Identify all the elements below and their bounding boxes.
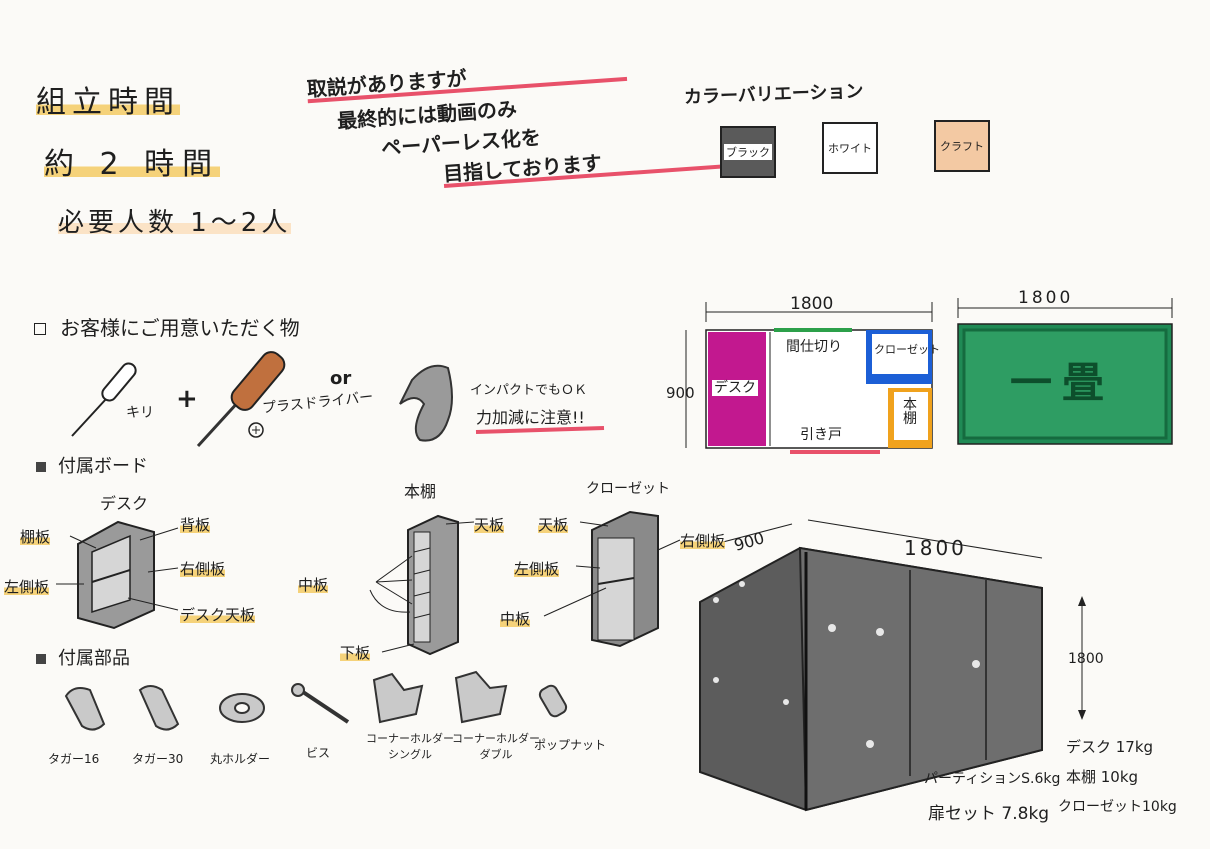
weight-closet: クローゼット10kg xyxy=(1058,799,1177,815)
bookshelf-name: 本棚 xyxy=(404,482,437,501)
plan-desk-label: デスク xyxy=(712,380,758,396)
part-screw: ビス xyxy=(306,746,331,760)
square-icon xyxy=(36,462,46,472)
bookshelf-bottom-label: 下板 xyxy=(340,642,371,663)
plus-label: + xyxy=(176,384,198,414)
checkbox-icon xyxy=(34,323,46,335)
color-swatch-white: ホワイト xyxy=(822,122,878,174)
desk-top-label: デスク天板 xyxy=(180,604,256,625)
color-swatch-black: ブラック xyxy=(720,126,776,178)
boards-title-text: 付属ボード xyxy=(58,456,148,477)
plan-bookshelf-label: 本棚 xyxy=(903,397,917,427)
required-people: 必要人数 1～2人 xyxy=(58,208,292,238)
closet-right-label: 右側板 xyxy=(680,530,726,551)
part-pop-nut: ポップナット xyxy=(534,738,607,752)
square-icon xyxy=(36,654,46,664)
plan-sliding-door-label: 引き戸 xyxy=(800,427,842,443)
closet-left-label: 左側板 xyxy=(514,558,560,579)
desk-back-label: 背板 xyxy=(180,514,211,535)
color-swatch-black-label: ブラック xyxy=(724,144,772,160)
awl-icon xyxy=(71,362,137,437)
closet-illustration xyxy=(591,510,659,648)
assembly-time-title: 組立時間 xyxy=(36,85,180,120)
parts-illustrations xyxy=(64,670,568,731)
impact-note-line-1: インパクトでもＯＫ xyxy=(470,383,588,398)
closet-name: クローゼット xyxy=(586,481,670,497)
weight-door-set: 扉セット 7.8kg xyxy=(928,804,1050,824)
board-leader-lines xyxy=(56,521,681,653)
desk-right-label: 右側板 xyxy=(180,558,226,579)
tools-title: お客様にご用意いただく物 xyxy=(34,318,300,338)
assembly-time-value: 約 2 時間 xyxy=(44,147,221,182)
part-tagger-16: タガー16 xyxy=(48,752,100,766)
weight-bookshelf: 本棚 10kg xyxy=(1066,768,1139,786)
parts-title: 付属部品 xyxy=(36,650,130,668)
plan-width-label: 1800 xyxy=(790,294,834,314)
part-corner-holder-single: コーナーホルダー シングル xyxy=(366,732,454,761)
bookshelf-top-label: 天板 xyxy=(474,514,505,535)
desk-illustration xyxy=(77,520,155,630)
desk-shelf-label: 棚板 xyxy=(20,526,51,547)
tatami-icon xyxy=(957,298,1173,445)
boards-title: 付属ボード xyxy=(36,458,148,476)
screwdriver-icon xyxy=(196,351,286,448)
bookshelf-middle-label: 中板 xyxy=(298,574,329,595)
part-corner-holder-double: コーナーホルダー ダブル xyxy=(452,732,540,761)
desk-left-label: 左側板 xyxy=(4,576,50,597)
impact-note-line-2: 力加減に注意!! xyxy=(476,408,585,427)
closet-middle-label: 中板 xyxy=(500,608,531,629)
closet-top-label: 天板 xyxy=(538,514,569,535)
parts-title-text: 付属部品 xyxy=(58,648,130,669)
tatami-width-label: 1800 xyxy=(1018,288,1074,308)
color-swatch-kraft-label: クラフト xyxy=(940,140,984,153)
color-swatch-kraft: クラフト xyxy=(934,120,990,172)
color-swatch-white-label: ホワイト xyxy=(828,142,872,155)
weight-partition: パーティションS.6kg xyxy=(924,771,1061,787)
part-tagger-30: タガー30 xyxy=(132,752,184,766)
impact-note-underline xyxy=(475,426,605,434)
plan-partition-label: 間仕切り xyxy=(786,339,842,355)
room-width-label: 1800 xyxy=(904,536,967,560)
awl-label: キリ xyxy=(126,405,154,421)
part-round-holder: 丸ホルダー xyxy=(210,752,271,766)
weight-desk: デスク 17kg xyxy=(1066,738,1154,756)
or-label: or xyxy=(330,368,352,389)
plan-depth-label: 900 xyxy=(666,384,695,402)
impact-driver-icon xyxy=(399,364,453,442)
desk-name: デスク xyxy=(100,494,149,513)
tatami-label: 一畳 xyxy=(1010,358,1115,407)
bookshelf-illustration xyxy=(369,514,459,656)
room-height-label: 1800 xyxy=(1068,651,1104,667)
tools-title-text: お客様にご用意いただく物 xyxy=(60,316,300,340)
plan-closet-label: クローゼット xyxy=(874,343,940,356)
room-3d-illustration xyxy=(699,519,1086,812)
